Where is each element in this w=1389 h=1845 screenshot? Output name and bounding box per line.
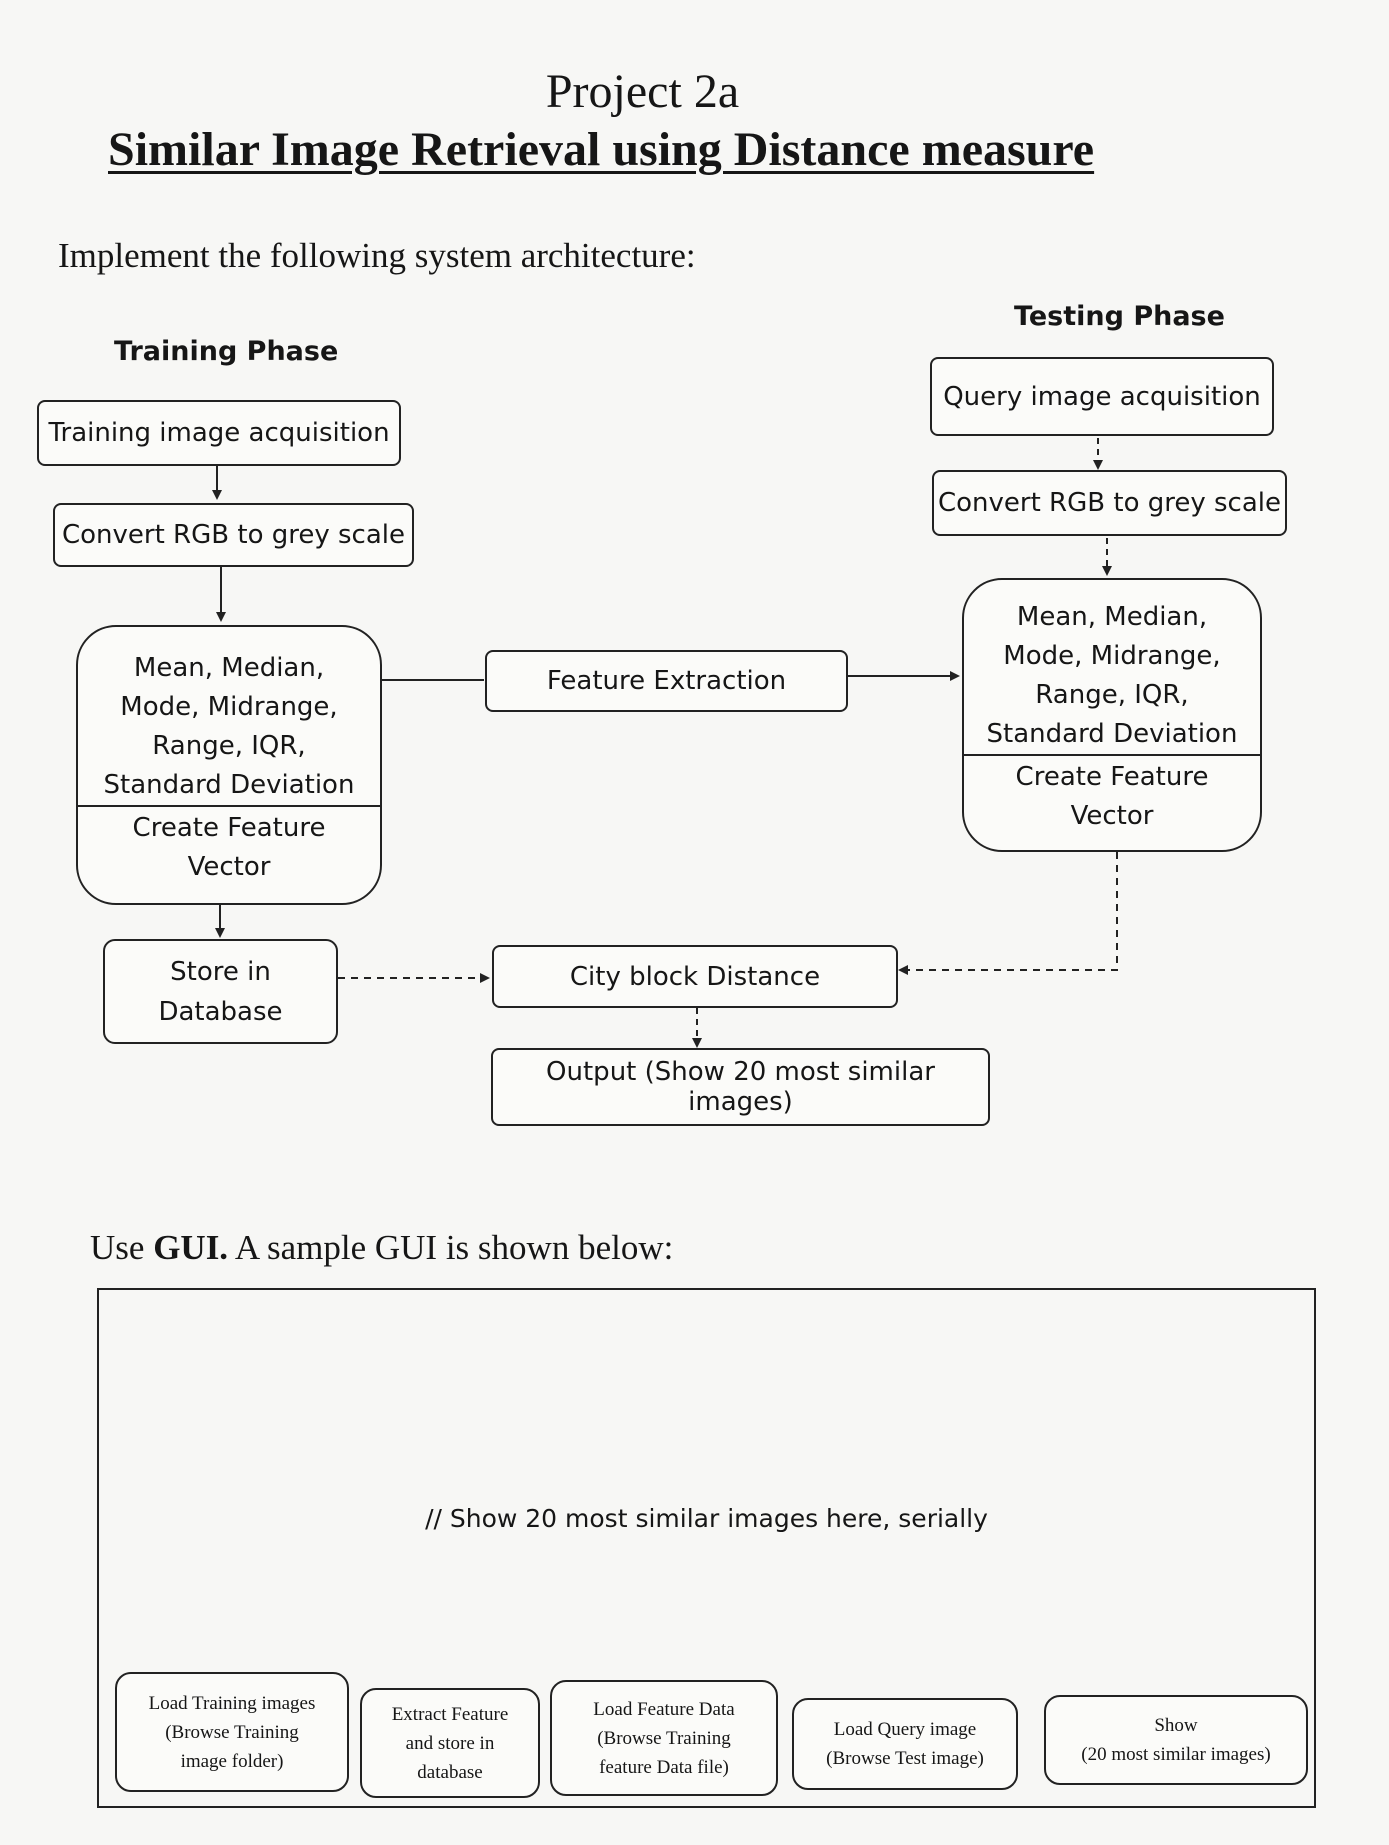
training-stat-line: Mode, Midrange, — [120, 692, 338, 722]
distance-box: City block Distance — [492, 945, 898, 1008]
gui-window — [97, 1288, 1316, 1808]
intro-text: Implement the following system architect… — [58, 236, 696, 275]
training-acquisition-label: Training image acquisition — [48, 418, 390, 448]
testing-convert-box: Convert RGB to grey scale — [932, 470, 1287, 536]
training-acquisition-box: Training image acquisition — [37, 400, 401, 466]
training-vector-line: Create Feature — [132, 813, 326, 843]
feature-extraction-label: Feature Extraction — [546, 666, 787, 696]
gui-intro-prefix: Use — [90, 1228, 154, 1267]
training-vector-text: Create Feature Vector — [78, 807, 380, 887]
feature-extraction-box: Feature Extraction — [485, 650, 848, 712]
gui-intro-text: Use GUI. A sample GUI is shown below: — [90, 1228, 673, 1268]
training-stat-line: Range, IQR, — [152, 731, 306, 761]
distance-label: City block Distance — [569, 961, 821, 992]
testing-stat-line: Standard Deviation — [986, 719, 1238, 749]
training-stat-line: Mean, Median, — [133, 653, 325, 683]
training-convert-label: Convert RGB to grey scale — [61, 520, 405, 550]
extract-feature-button[interactable]: Extract Feature and store in database — [360, 1688, 540, 1798]
testing-stat-line: Mean, Median, — [1016, 602, 1208, 632]
load-training-images-button[interactable]: Load Training images (Browse Training im… — [115, 1672, 349, 1792]
query-acquisition-box: Query image acquisition — [930, 357, 1274, 436]
gui-intro-bold: GUI. — [153, 1228, 229, 1267]
page-title: Similar Image Retrieval using Distance m… — [108, 123, 1095, 176]
testing-stat-line: Mode, Midrange, — [1003, 641, 1221, 671]
output-label: Output (Show 20 most similar images) — [546, 1057, 935, 1117]
testing-stat-line: Range, IQR, — [1035, 680, 1189, 710]
testing-divider — [964, 754, 1260, 756]
testing-feature-box: Mean, Median, Mode, Midrange, Range, IQR… — [962, 578, 1262, 852]
output-box: Output (Show 20 most similar images) — [491, 1048, 990, 1126]
testing-phase-heading: Testing Phase — [1014, 301, 1225, 332]
query-acquisition-label: Query image acquisition — [943, 381, 1261, 412]
testing-vector-line: Vector — [1070, 801, 1154, 831]
training-phase-heading: Training Phase — [114, 336, 339, 367]
testing-vector-text: Create Feature Vector — [964, 756, 1260, 836]
testing-vector-line: Create Feature — [1015, 762, 1209, 792]
training-vector-line: Vector — [187, 852, 271, 882]
training-stat-line: Standard Deviation — [103, 770, 355, 800]
training-stats-list: Mean, Median, Mode, Midrange, Range, IQR… — [78, 627, 380, 805]
show-similar-images-button[interactable]: Show (20 most similar images) — [1044, 1695, 1308, 1785]
load-feature-data-button[interactable]: Load Feature Data (Browse Training featu… — [550, 1680, 778, 1796]
training-divider — [78, 805, 380, 807]
store-line: Store in — [170, 956, 271, 987]
arrow-test-distance — [898, 852, 1118, 975]
testing-stats-list: Mean, Median, Mode, Midrange, Range, IQR… — [964, 580, 1260, 754]
training-convert-box: Convert RGB to grey scale — [53, 503, 414, 567]
load-query-image-button[interactable]: Load Query image (Browse Test image) — [792, 1698, 1018, 1790]
gui-intro-suffix: A sample GUI is shown below: — [228, 1228, 674, 1267]
testing-convert-label: Convert RGB to grey scale — [937, 488, 1281, 518]
results-placeholder: // Show 20 most similar images here, ser… — [425, 1504, 988, 1533]
store-line: Database — [158, 996, 283, 1027]
project-label: Project 2a — [545, 65, 740, 118]
store-database-box: Store in Database — [103, 939, 338, 1044]
training-feature-box: Mean, Median, Mode, Midrange, Range, IQR… — [76, 625, 382, 905]
